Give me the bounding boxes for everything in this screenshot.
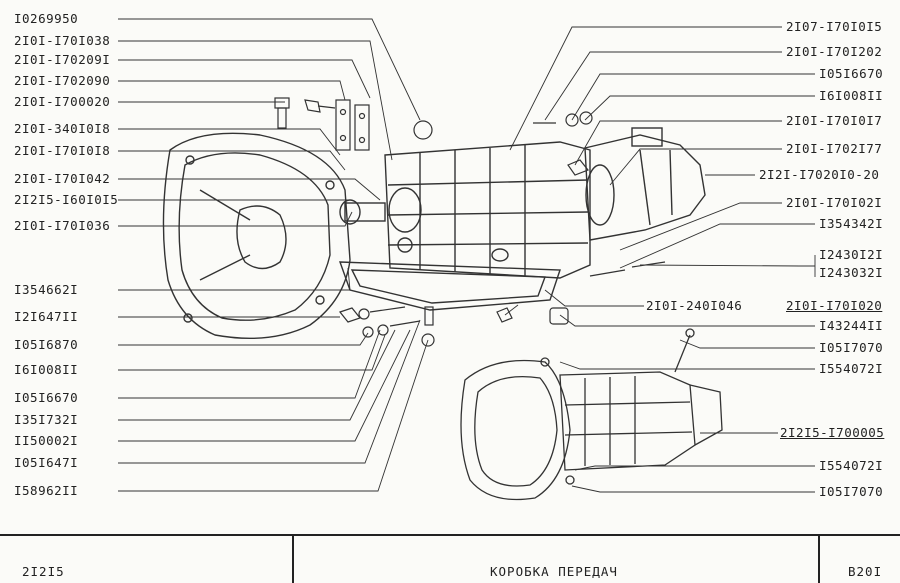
- mid-part-label: 2I0I-240I046: [646, 298, 743, 313]
- part-label-right: 2I2I-I7020I0-20: [759, 167, 880, 182]
- part-label-left: II50002I: [14, 433, 79, 448]
- assembled-gearbox-illustration: [460, 328, 723, 501]
- gearbox-case-illustration: [338, 141, 591, 311]
- part-label-left: 2I0I-I70I0I8: [14, 143, 111, 158]
- part-label-right: 2I0I-I70I020: [786, 298, 883, 313]
- part-label-right: I6I008II: [819, 88, 884, 103]
- part-label-right: I05I7070: [819, 484, 884, 499]
- leader-lines-left: [118, 18, 429, 492]
- part-label-left: 2I0I-I70I036: [14, 218, 111, 233]
- part-label-left: 2I0I-I70209I: [14, 52, 111, 67]
- part-label-left: I354662I: [14, 282, 79, 297]
- part-label-right: 2I0I-I70I0I7: [786, 113, 883, 128]
- part-label-left: 2I2I5-I60I0I5: [14, 192, 119, 207]
- part-label-right: I354342I: [819, 216, 884, 231]
- fasteners-illustration: [274, 97, 666, 347]
- part-label-left: I2I647II: [14, 309, 79, 324]
- part-label-left: I05I647I: [14, 455, 79, 470]
- title-block: 2I2I5 КОРОБКА ПЕРЕДАЧ В20I: [0, 534, 900, 583]
- part-label-left: I05I6870: [14, 337, 79, 352]
- exploded-view-drawing: [118, 18, 816, 501]
- part-label-right: I2430I2I: [819, 247, 884, 262]
- part-label-right: 2I0I-I702I77: [786, 141, 883, 156]
- part-label-left: 2I0I-I700020: [14, 94, 111, 109]
- part-label-right: 2I2I5-I700005: [780, 425, 885, 440]
- part-label-right: I05I6670: [819, 66, 884, 81]
- part-label-right: 2I0I-I70I202: [786, 44, 883, 59]
- drawing-title: КОРОБКА ПЕРЕДАЧ: [490, 564, 618, 579]
- part-label-right: I43244II: [819, 318, 884, 333]
- part-label-right: I243032I: [819, 265, 884, 280]
- part-label-left: 2I0I-I70I038: [14, 33, 111, 48]
- part-label-left: I0269950: [14, 11, 79, 26]
- part-label-right: 2I0I-I70I02I: [786, 195, 883, 210]
- page-number: В20I: [848, 564, 883, 579]
- part-label-right: 2I07-I70I0I5: [786, 19, 883, 34]
- part-label-right: I05I7070: [819, 340, 884, 355]
- title-block-title-cell: КОРОБКА ПЕРЕДАЧ: [294, 536, 820, 583]
- leader-lines-right: [504, 26, 816, 493]
- bell-housing-illustration: [162, 132, 351, 339]
- part-label-left: 2I0I-340I0I8: [14, 121, 111, 136]
- part-label-left: I05I6670: [14, 390, 79, 405]
- part-label-left: I6I008II: [14, 362, 79, 377]
- part-label-left: I58962II: [14, 483, 79, 498]
- rear-extension-illustration: [584, 127, 706, 241]
- part-label-left: 2I0I-I70I042: [14, 171, 111, 186]
- title-block-model-cell: 2I2I5: [0, 536, 294, 583]
- part-label-left: I35I732I: [14, 412, 79, 427]
- model-code: 2I2I5: [22, 564, 65, 579]
- part-label-left: 2I0I-I702090: [14, 73, 111, 88]
- part-label-right: I554072I: [819, 361, 884, 376]
- part-label-right: I554072I: [819, 458, 884, 473]
